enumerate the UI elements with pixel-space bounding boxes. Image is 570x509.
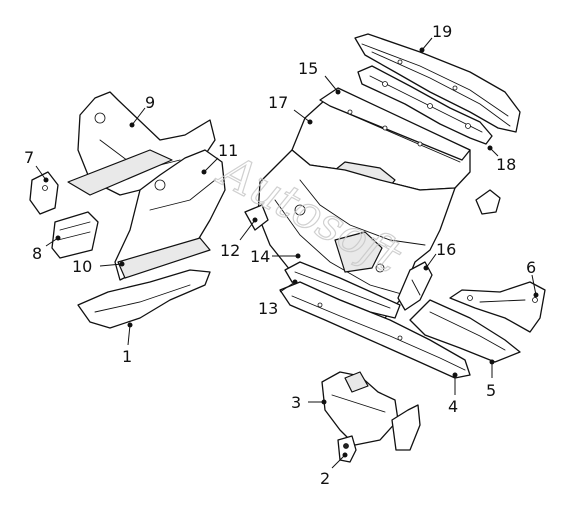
part-7-bracket bbox=[29, 171, 59, 215]
callout-11: 11 bbox=[201, 141, 238, 175]
part-6-side-bracket bbox=[449, 281, 546, 333]
callout-4: 4 bbox=[448, 372, 458, 416]
callout-label-14: 14 bbox=[250, 247, 270, 266]
callout-19: 19 bbox=[419, 22, 452, 53]
callout-10: 10 bbox=[72, 257, 125, 276]
callout-8: 8 bbox=[32, 235, 61, 263]
callout-label-6: 6 bbox=[526, 258, 536, 277]
callout-1: 1 bbox=[122, 322, 133, 366]
part-19-cowl-top bbox=[354, 33, 521, 133]
part-1-lower-sill bbox=[77, 269, 211, 329]
callout-label-19: 19 bbox=[432, 22, 452, 41]
callout-13: 13 bbox=[258, 279, 298, 318]
callout-label-16: 16 bbox=[436, 240, 456, 259]
callout-6: 6 bbox=[526, 258, 539, 298]
callout-label-3: 3 bbox=[291, 393, 301, 412]
part-5-floor-panel bbox=[409, 299, 521, 363]
callout-label-18: 18 bbox=[496, 155, 516, 174]
callout-label-5: 5 bbox=[486, 381, 496, 400]
callout-3: 3 bbox=[291, 393, 327, 412]
small-bracket bbox=[475, 189, 501, 215]
callout-label-2: 2 bbox=[320, 469, 330, 488]
callout-label-1: 1 bbox=[122, 347, 132, 366]
part-3-washer-reservoir bbox=[321, 371, 421, 451]
callout-label-15: 15 bbox=[298, 59, 318, 78]
callout-label-17: 17 bbox=[268, 93, 288, 112]
callout-label-12: 12 bbox=[220, 241, 240, 260]
part-2-cap bbox=[337, 435, 357, 463]
callout-label-11: 11 bbox=[218, 141, 238, 160]
callout-18: 18 bbox=[487, 145, 516, 174]
callout-12: 12 bbox=[220, 217, 258, 260]
part-16-bracket bbox=[397, 261, 433, 311]
callout-label-4: 4 bbox=[448, 397, 458, 416]
callout-14: 14 bbox=[250, 247, 301, 266]
part-8-pad bbox=[51, 211, 99, 259]
callout-label-8: 8 bbox=[32, 244, 42, 263]
callout-5: 5 bbox=[486, 359, 496, 400]
callout-16: 16 bbox=[423, 240, 456, 271]
callout-label-9: 9 bbox=[145, 93, 155, 112]
part-11-left-lower-apron bbox=[114, 149, 226, 281]
callout-7: 7 bbox=[24, 148, 49, 183]
callout-label-7: 7 bbox=[24, 148, 34, 167]
callout-17: 17 bbox=[268, 93, 313, 125]
callout-9: 9 bbox=[129, 93, 155, 128]
callout-label-13: 13 bbox=[258, 299, 278, 318]
callout-label-10: 10 bbox=[72, 257, 92, 276]
callout-15: 15 bbox=[298, 59, 341, 95]
callout-2: 2 bbox=[320, 452, 348, 488]
part-4-floor-rail bbox=[279, 281, 471, 379]
part-18-cowl-crossmember bbox=[357, 65, 493, 145]
